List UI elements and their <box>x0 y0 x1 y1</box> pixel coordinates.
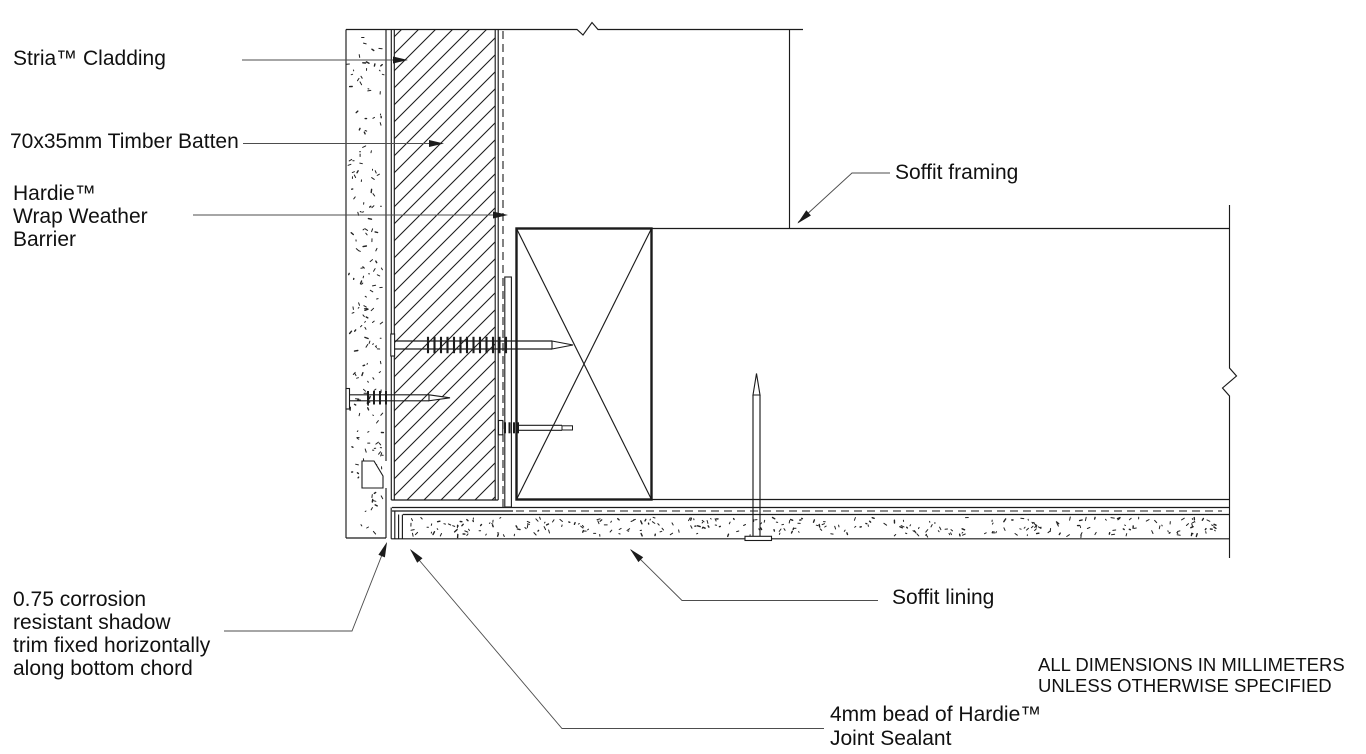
leader-joint-sealant <box>410 549 824 729</box>
top-edge-break-line <box>346 21 803 36</box>
right-edge-break-line <box>1221 205 1238 558</box>
leader-timber-batten <box>243 140 444 147</box>
label-soffit-framing: Soffit framing <box>895 161 1018 184</box>
label-weather-barrier-3: Barrier <box>13 228 76 251</box>
label-weather-barrier-2: Wrap Weather <box>13 205 148 228</box>
leader-weather-barrier <box>193 211 508 219</box>
leader-soffit-lining <box>630 549 878 601</box>
shadow-trim-profile <box>390 507 403 539</box>
label-soffit-lining: Soffit lining <box>892 586 994 609</box>
timber-batten-hatch <box>394 29 495 500</box>
label-shadow-trim-2: resistant shadow <box>13 611 171 634</box>
stud-cross-section <box>515 227 653 501</box>
leader-stria-cladding <box>242 56 408 64</box>
screw-fastener-small <box>497 419 573 436</box>
leader-shadow-trim <box>224 542 387 632</box>
label-shadow-trim-4: along bottom chord <box>13 657 193 680</box>
timber-batten-section <box>390 29 499 501</box>
nail-fastener-vertical <box>744 373 773 542</box>
soffit-lining-stipple-texture <box>410 516 1217 539</box>
cladding-joint-notch <box>361 460 384 489</box>
cladding-stipple-texture <box>346 37 385 535</box>
label-shadow-trim-3: trim fixed horizontally <box>13 634 211 657</box>
trim-vertical-strip <box>504 276 512 508</box>
label-timber-batten: 70x35mm Timber Batten <box>10 130 239 153</box>
leader-soffit-framing <box>797 172 890 224</box>
label-stria-cladding: Stria™ Cladding <box>13 47 166 70</box>
stria-cladding-section <box>345 29 387 539</box>
nail-fastener-left <box>345 387 451 410</box>
soffit-lining-assembly <box>391 498 1229 540</box>
screw-fastener-top <box>390 333 574 357</box>
label-shadow-trim-1: 0.75 corrosion <box>13 588 146 611</box>
note-dimensions-2: UNLESS OTHERWISE SPECIFIED <box>1038 675 1332 696</box>
label-joint-sealant-2: Joint Sealant <box>830 727 952 750</box>
note-dimensions-1: ALL DIMENSIONS IN MILLIMETERS <box>1038 654 1345 675</box>
label-joint-sealant-1: 4mm bead of Hardie™ <box>830 703 1041 726</box>
label-weather-barrier-1: Hardie™ <box>13 182 96 205</box>
